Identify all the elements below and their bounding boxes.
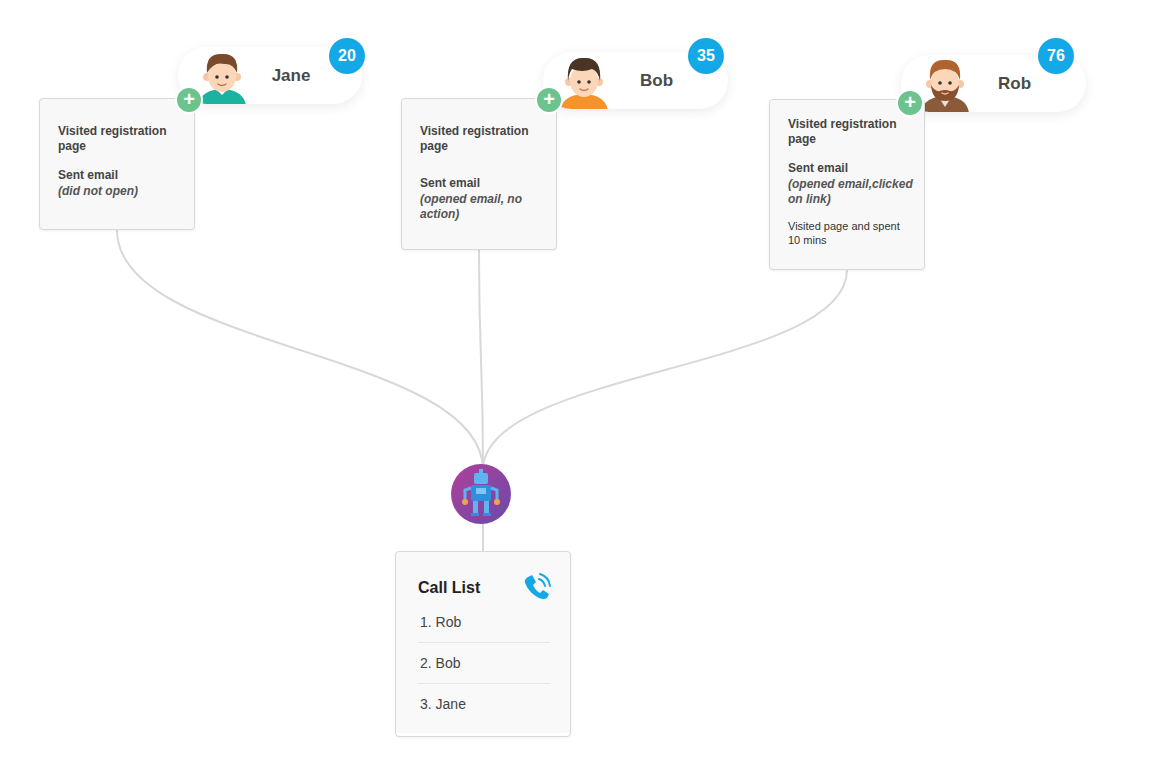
avatar: [198, 54, 246, 104]
call-list: Call List 1. Rob2. Bob3. Jane: [395, 551, 571, 737]
connector: [483, 270, 847, 551]
robot-icon: [451, 464, 511, 524]
activity-box: Visited registration pageSent email(open…: [401, 98, 557, 250]
activity-text: Visited registration page: [788, 117, 914, 147]
add-button: +: [896, 89, 924, 117]
activity-text: (opened email, no action): [420, 192, 546, 222]
connector: [117, 230, 483, 551]
add-button: +: [535, 86, 563, 114]
add-button: +: [175, 86, 203, 114]
call-list-ground: [395, 551, 571, 733]
phone-icon: [525, 574, 550, 599]
call-list-text: 3. Jane: [418, 684, 550, 724]
score-badge: 20: [329, 38, 365, 74]
activity-text: Visited registration page: [420, 124, 546, 154]
plus-sign: +: [898, 91, 922, 114]
activity-text: Sent email: [788, 161, 914, 176]
activity-box: Visited registration pageSent email(open…: [769, 99, 925, 270]
activity-text: Sent email: [420, 176, 546, 191]
activity-text: (opened email,clicked on link): [788, 177, 914, 207]
activity-text: (did not open): [58, 184, 184, 199]
score-badge: 76: [1038, 38, 1074, 74]
person-card: Bob35: [543, 52, 728, 109]
activity-text: Visited registration page: [58, 124, 184, 154]
score-number: 20: [329, 38, 365, 74]
person-card: Rob76: [901, 55, 1086, 112]
activity-text: Visited page and spent 10 mins: [788, 219, 914, 247]
call-list-text: 1. Rob: [418, 602, 550, 643]
score-badge: 35: [688, 38, 724, 74]
score-number: 76: [1038, 38, 1074, 74]
activity-text: Sent email: [58, 168, 184, 183]
activity-box: Visited registration pageSent email(did …: [39, 98, 195, 230]
call-list-text: 2. Bob: [418, 643, 550, 684]
plus-sign: +: [537, 88, 561, 111]
call-list-text: Call List: [418, 578, 550, 598]
avatar: [921, 60, 969, 112]
avatar: [560, 58, 608, 109]
plus-sign: +: [177, 88, 201, 111]
person-card: Jane20: [178, 47, 362, 104]
score-number: 35: [688, 38, 724, 74]
